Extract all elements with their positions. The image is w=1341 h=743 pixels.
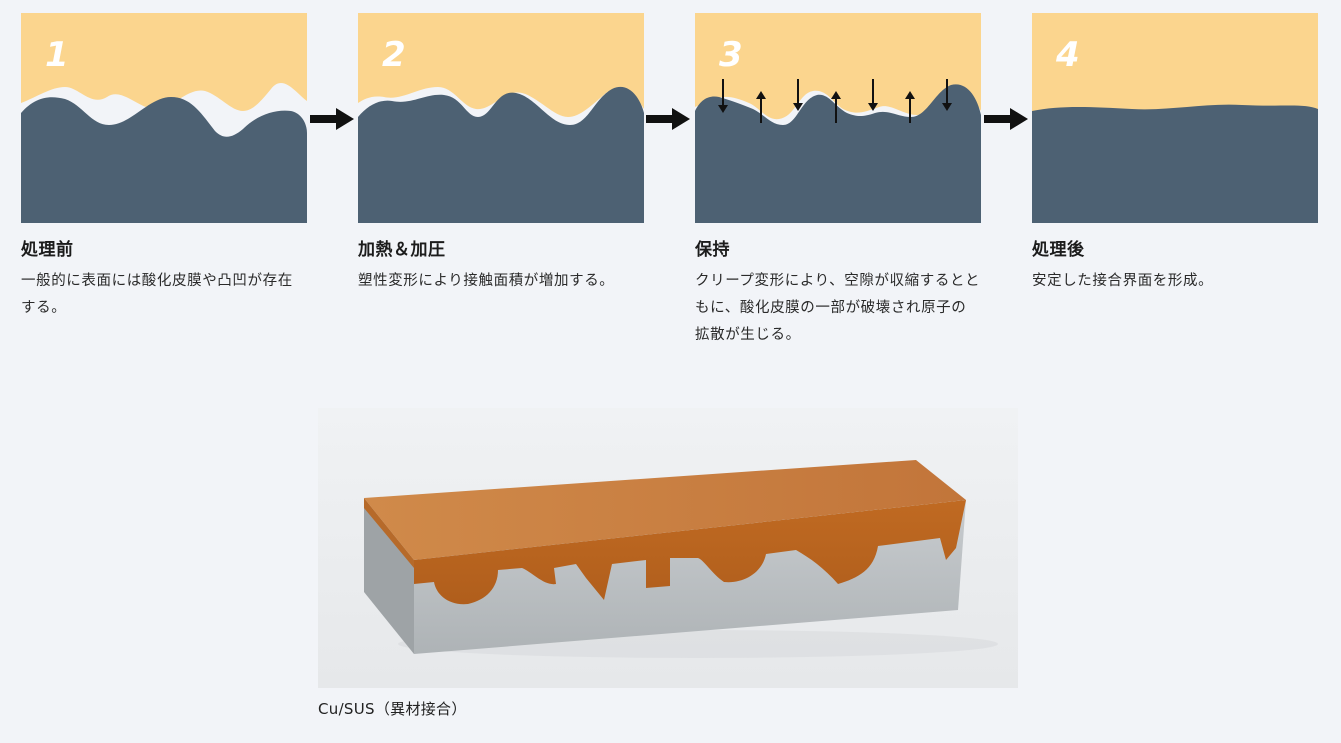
- step-1-diagram: [21, 13, 307, 223]
- step-title: 保持: [695, 240, 730, 260]
- joined-block-photo: [318, 408, 1018, 688]
- block-top-face: [364, 460, 966, 560]
- step-2-diagram: [358, 13, 644, 223]
- block-end-face: [364, 498, 414, 654]
- step-3-diagram: [695, 13, 981, 223]
- step-number: 4: [1056, 35, 1080, 75]
- step-3: 3 保持 クリープ変形により、空隙が収縮するとともに、酸化皮膜の一部が破壊され原…: [695, 13, 981, 349]
- arrow-right-icon: [646, 108, 690, 130]
- step-title: 処理前: [21, 240, 74, 260]
- arrow-down-icon: [718, 79, 728, 113]
- bottom-material: [21, 97, 307, 223]
- step-2: 2 加熱＆加圧 塑性変形により接触面積が増加する。: [358, 13, 644, 295]
- step-number: 1: [45, 35, 69, 75]
- arrow-up-icon: [831, 91, 841, 123]
- arrow-down-icon: [942, 79, 952, 111]
- arrow-right-icon: [984, 108, 1028, 130]
- arrow-down-icon: [793, 79, 803, 111]
- arrow-up-icon: [756, 91, 766, 123]
- photo-caption: Cu/SUS（異材接合）: [318, 700, 467, 718]
- step-title: 処理後: [1032, 240, 1085, 260]
- step-number: 2: [382, 35, 406, 75]
- top-material: [21, 13, 307, 111]
- bottom-material: [1032, 104, 1318, 223]
- step-description: 塑性変形により接触面積が増加する。: [358, 273, 615, 289]
- step-4-diagram: [1032, 13, 1318, 223]
- arrow-up-icon: [905, 91, 915, 123]
- step-description: 一般的に表面には酸化皮膜や凸凹が存在する。: [21, 273, 293, 316]
- step-description: クリープ変形により、空隙が収縮するとともに、酸化皮膜の一部が破壊され原子の拡散が…: [695, 273, 981, 343]
- block-front-copper: [414, 500, 966, 605]
- pressure-arrows: [718, 79, 952, 123]
- step-4: 4 処理後 安定した接合界面を形成。: [1032, 13, 1318, 295]
- arrow-down-icon: [868, 79, 878, 111]
- top-material: [358, 13, 644, 117]
- arrow-right-icon: [310, 108, 354, 130]
- step-number: 3: [719, 35, 743, 75]
- step-title: 加熱＆加圧: [358, 240, 446, 260]
- bottom-material: [358, 87, 644, 223]
- step-description: 安定した接合界面を形成。: [1032, 273, 1214, 289]
- step-1: 1 処理前 一般的に表面には酸化皮膜や凸凹が存在する。: [21, 13, 307, 322]
